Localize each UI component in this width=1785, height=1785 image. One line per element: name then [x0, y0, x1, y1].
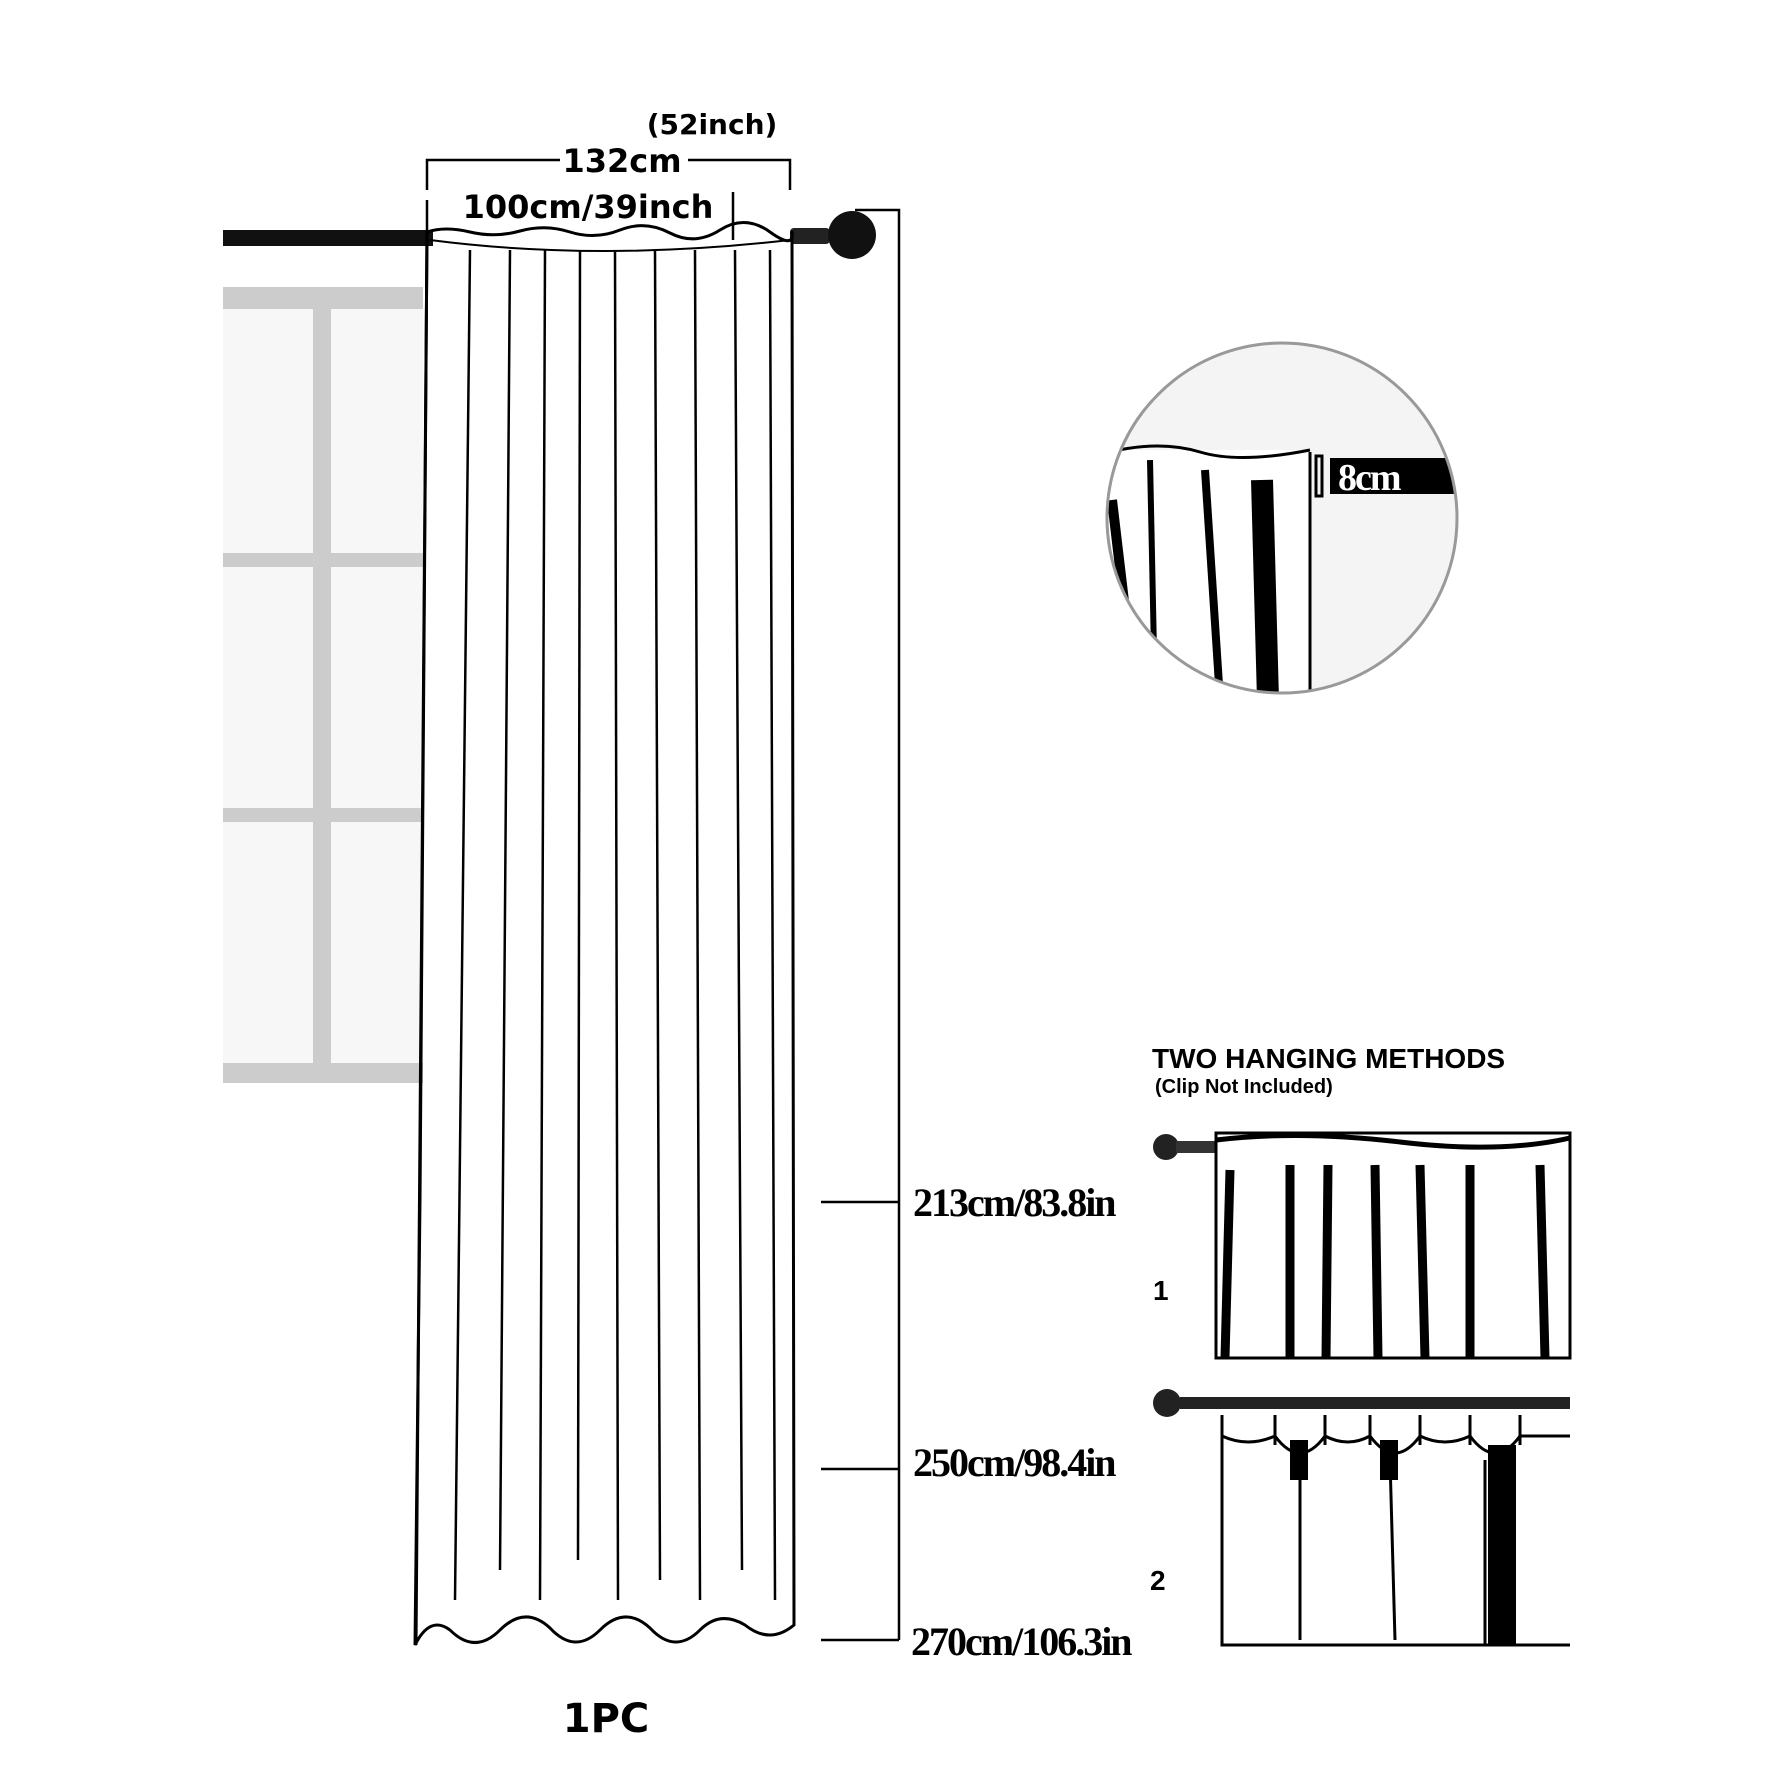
curtain-illustration: [413, 221, 796, 1646]
width-cm-label: 132cm: [562, 142, 681, 180]
rod-finial: [828, 211, 876, 259]
rod-pocket-size-label: 8cm: [1338, 457, 1401, 499]
method-1-illustration: [1153, 1131, 1572, 1360]
hanging-methods-title: TWO HANGING METHODS: [1152, 1043, 1505, 1074]
hanging-methods-subtitle: (Clip Not Included): [1155, 1076, 1333, 1098]
length-label-250: 250cm/98.4in: [913, 1440, 1116, 1485]
rod-pocket-detail: 8cm: [1105, 341, 1459, 695]
length-label-270: 270cm/106.3in: [911, 1619, 1132, 1664]
width-inch-label: (52inch): [647, 108, 778, 141]
method-2-label: 2: [1150, 1565, 1166, 1596]
width-dimension: [425, 158, 792, 240]
window: [223, 287, 423, 1083]
curtain-rod: [223, 230, 433, 246]
length-label-213: 213cm/83.8in: [913, 1180, 1116, 1225]
length-dimension: [821, 208, 901, 1642]
method-2-illustration: [1153, 1389, 1570, 1647]
rod-pocket-width-label: 100cm/39inch: [463, 188, 714, 226]
quantity-label: 1PC: [563, 1696, 650, 1742]
method-1-label: 1: [1153, 1275, 1169, 1306]
